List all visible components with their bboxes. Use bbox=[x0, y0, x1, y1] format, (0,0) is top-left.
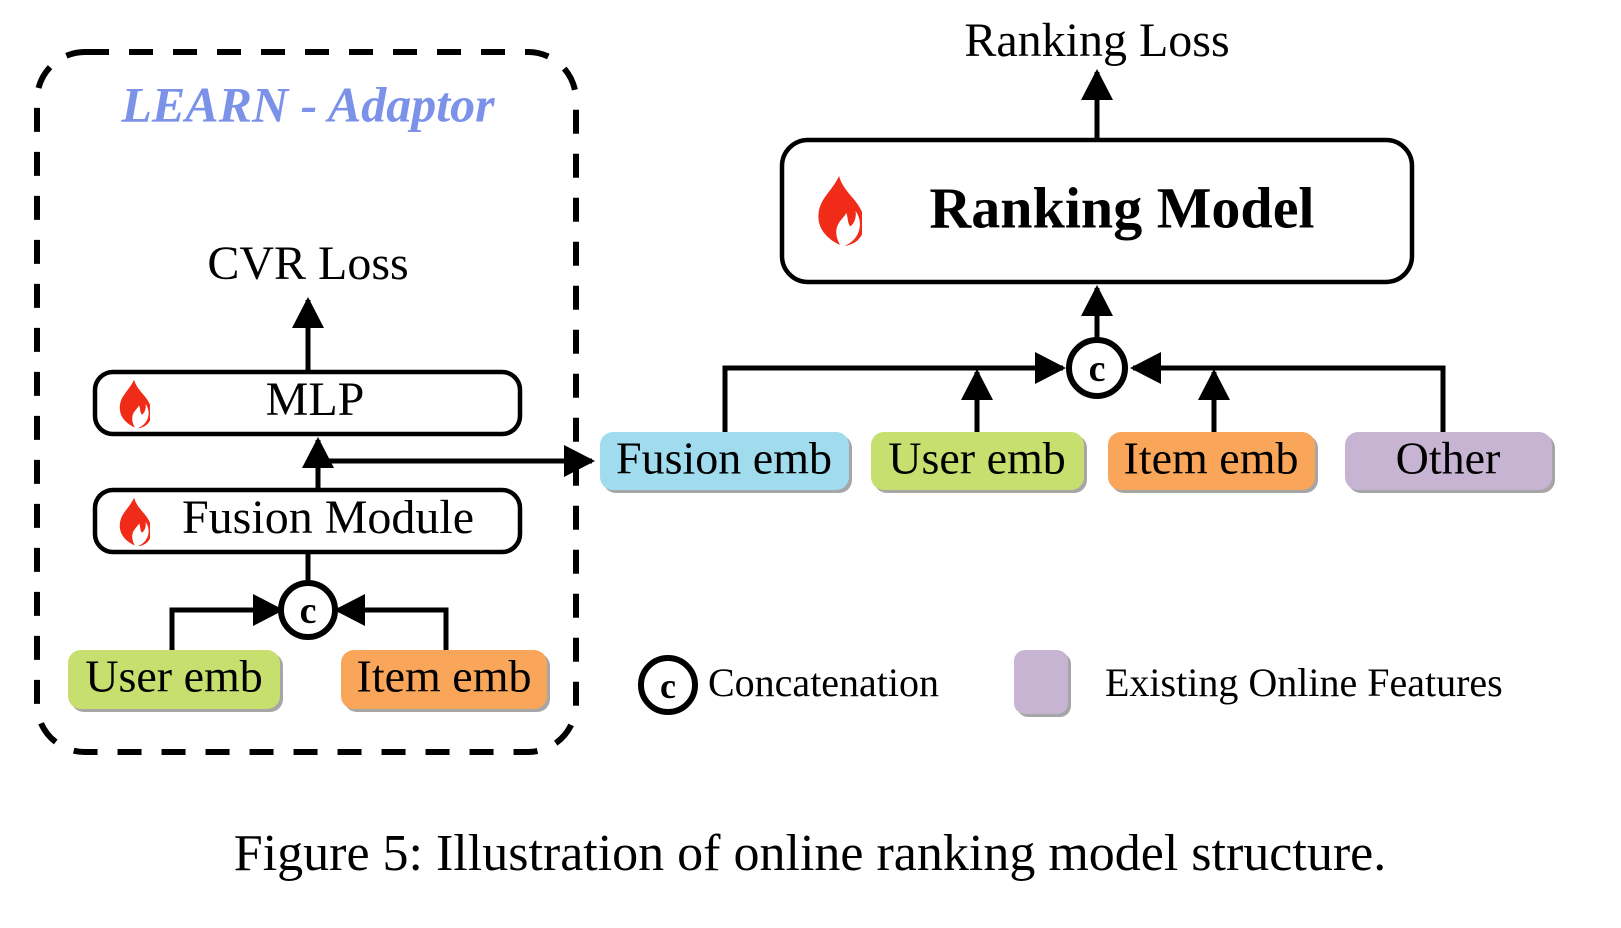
other-label: Other bbox=[1396, 433, 1501, 484]
mlp-label: MLP bbox=[266, 373, 365, 426]
fusion-emb-box bbox=[600, 432, 849, 490]
legend-existing-features-swatch bbox=[1014, 650, 1068, 714]
concat-circle-adaptor-glyph: c bbox=[300, 590, 317, 632]
arrow-other-to-concat bbox=[1129, 352, 1446, 432]
user-emb-label-adaptor: User emb bbox=[85, 651, 263, 702]
item-emb-box-adaptor bbox=[341, 650, 547, 709]
arrow-fusion-emb-to-concat bbox=[722, 351, 1067, 432]
user-emb-box-online bbox=[871, 432, 1084, 490]
user-emb-label-online: User emb bbox=[888, 433, 1066, 484]
cvr-loss-label: CVR Loss bbox=[207, 237, 408, 290]
fusion-module-label: Fusion Module bbox=[182, 491, 474, 544]
legend-concat-icon bbox=[638, 655, 698, 715]
ranking-loss-label: Ranking Loss bbox=[964, 14, 1229, 67]
figure-caption: Figure 5: Illustration of online ranking… bbox=[234, 825, 1386, 882]
legend-concat-label: Concatenation bbox=[708, 660, 939, 705]
learn-adaptor-title: LEARN - Adaptor bbox=[120, 76, 495, 132]
item-emb-label-adaptor: Item emb bbox=[357, 651, 532, 702]
legend-concat-glyph: c bbox=[660, 666, 676, 706]
arrow-user-emb-to-concat bbox=[169, 593, 285, 652]
concat-circle-online bbox=[1066, 337, 1128, 399]
ranking-model-label: Ranking Model bbox=[929, 175, 1314, 240]
legend-existing-features-label: Existing Online Features bbox=[1105, 660, 1503, 705]
learn-adaptor-panel-border bbox=[34, 49, 579, 755]
other-box bbox=[1345, 432, 1552, 490]
item-emb-box-online bbox=[1108, 432, 1315, 490]
mlp-box bbox=[92, 369, 523, 437]
ranking-model-box bbox=[779, 137, 1415, 285]
user-emb-box-adaptor bbox=[68, 650, 280, 709]
fusion-emb-label: Fusion emb bbox=[616, 433, 832, 484]
concat-circle-online-glyph: c bbox=[1089, 348, 1106, 390]
arrow-item-emb-to-concat bbox=[333, 594, 449, 652]
concat-circle-adaptor bbox=[278, 580, 338, 640]
item-emb-label-online: Item emb bbox=[1124, 433, 1299, 484]
